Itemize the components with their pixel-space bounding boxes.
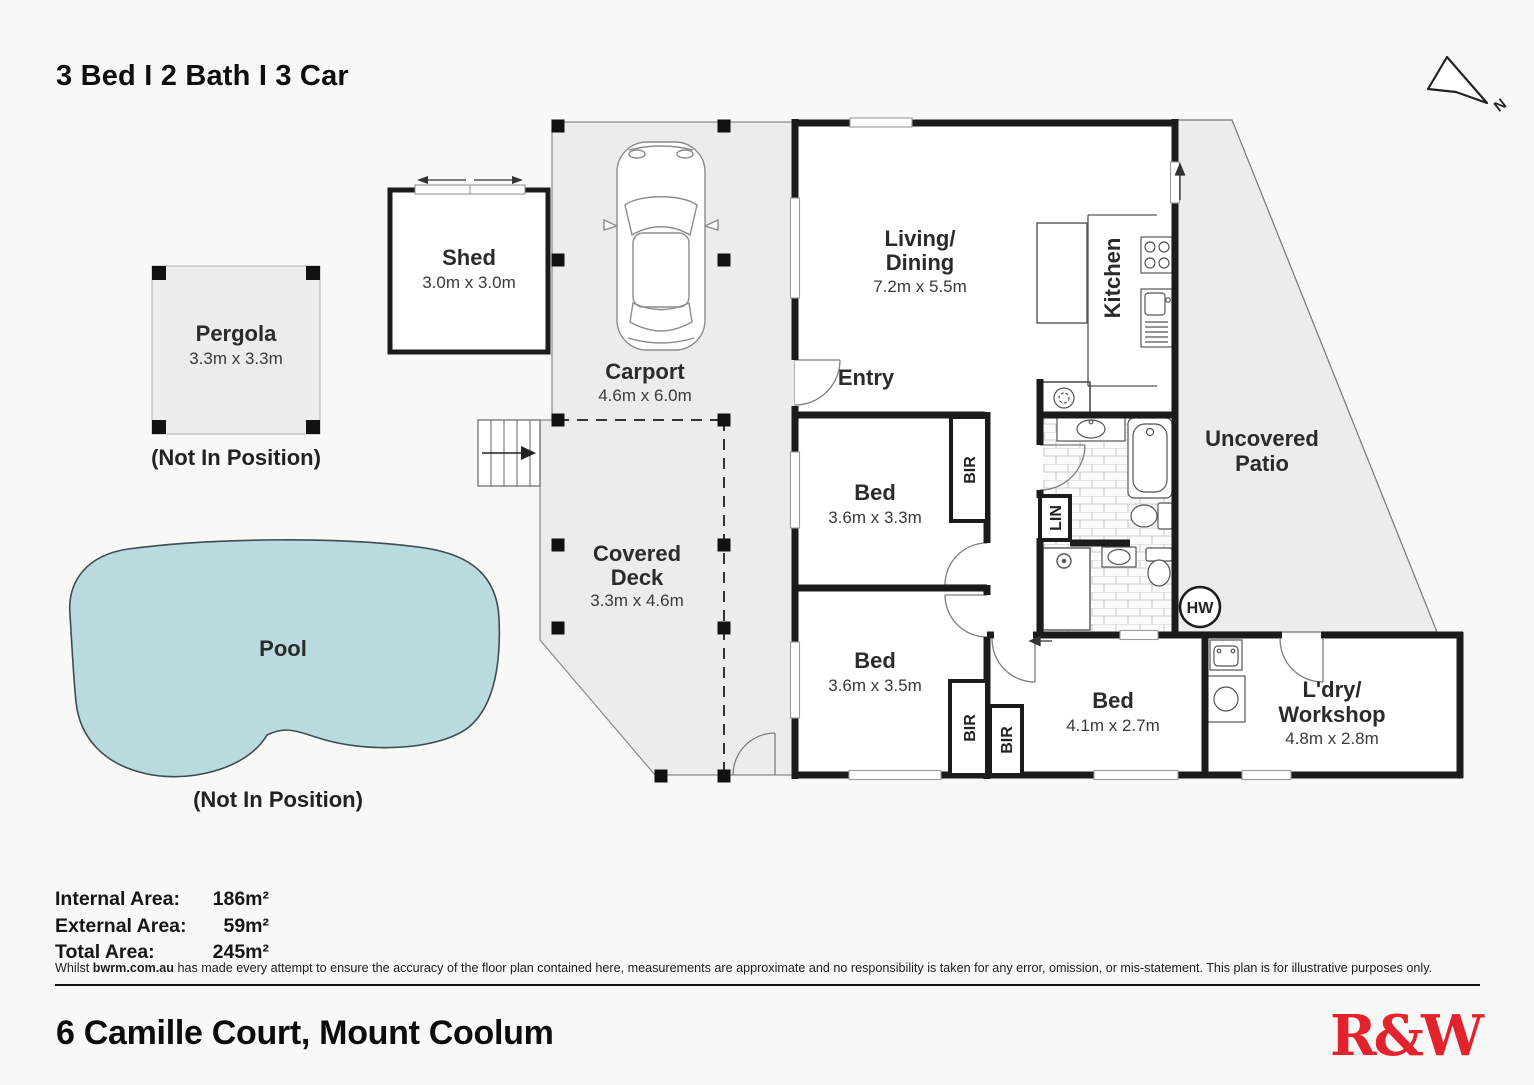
external-area-label: External Area:: [55, 914, 187, 937]
pergola-posts: [152, 266, 320, 434]
kitchen-sink-icon: [1140, 288, 1173, 348]
covered-deck-label-1: Covered: [593, 541, 681, 566]
deck-posts: [551, 119, 731, 783]
hw-label: HW: [1187, 600, 1215, 617]
north-compass-icon: N: [1426, 55, 1510, 116]
laundry-tub-icon: [1209, 639, 1243, 671]
rw-brand-logo: R&W: [1330, 1003, 1484, 1069]
pool-shape: [68, 539, 501, 778]
footer-divider: [55, 984, 1480, 986]
entry-label: Entry: [838, 365, 895, 390]
stove-icon: [1140, 236, 1173, 274]
bir-closet-bed2: [948, 679, 989, 777]
kitchen-island: [1036, 222, 1088, 324]
shed-dims: 3.0m x 3.0m: [422, 273, 516, 292]
laundry-label-1: L'dry/: [1302, 677, 1361, 702]
pergola-label: Pergola: [196, 321, 277, 346]
bed2-dims: 3.6m x 3.5m: [828, 676, 922, 695]
pergola-note: (Not In Position): [151, 445, 321, 470]
page-title: 3 Bed I 2 Bath I 3 Car: [56, 60, 349, 92]
disclaimer: Whilst bwrm.com.au has made every attemp…: [55, 961, 1495, 975]
fan-room-walls: [1040, 381, 1091, 414]
living-dining-label-2: Dining: [886, 250, 954, 275]
kitchen-label: Kitchen: [1100, 238, 1125, 319]
lin-label: LIN: [1048, 505, 1065, 531]
shed-sliding-door: [414, 176, 526, 195]
uncovered-patio-label-1: Uncovered: [1205, 426, 1319, 451]
pool-note: (Not In Position): [193, 787, 363, 812]
bathtub-icon: [1127, 417, 1173, 499]
disclaimer-brand: bwrm.com.au: [92, 961, 174, 975]
shower-icon: [1042, 547, 1091, 631]
hot-water-unit: HW: [1178, 585, 1222, 629]
bed3-label: Bed: [1092, 688, 1134, 713]
bed1-label: Bed: [854, 480, 896, 505]
kitchen-counter: [1087, 214, 1157, 387]
shed-label: Shed: [442, 245, 496, 270]
total-area-label: Total Area:: [55, 941, 155, 963]
total-area-row: Total Area: 245m²: [55, 939, 269, 966]
internal-area-label: Internal Area:: [55, 888, 180, 910]
laundry-label-2: Workshop: [1278, 702, 1385, 727]
windows: [789, 117, 1292, 781]
area-summary: Internal Area: 186m² External Area: 59m² T…: [55, 886, 269, 966]
north-label: N: [1491, 95, 1510, 115]
bed3-dims: 4.1m x 2.7m: [1066, 716, 1160, 735]
washing-machine-icon: [1206, 675, 1246, 723]
bed2-label: Bed: [854, 648, 896, 673]
covered-deck-dims: 3.3m x 4.6m: [590, 591, 684, 610]
pergola-area: [151, 265, 321, 435]
bir2-label: BIR: [962, 714, 979, 742]
pergola-dims: 3.3m x 3.3m: [189, 349, 283, 368]
car-icon: [603, 141, 719, 351]
disclaimer-prefix: Whilst: [55, 961, 93, 975]
bir3-label: BIR: [999, 726, 1016, 754]
internal-area-value: 186m²: [212, 888, 269, 910]
bed1-dims: 3.6m x 3.3m: [828, 508, 922, 527]
exhaust-fan-icon: [1053, 387, 1075, 409]
sliding-door-arrows: [1028, 162, 1186, 647]
uncovered-patio-label-2: Patio: [1235, 451, 1289, 476]
bir-closet-bed1: [949, 415, 989, 523]
shed-shape: [387, 187, 551, 355]
door-swings: [732, 359, 1324, 776]
bathroom-vanity-icon: [1056, 416, 1126, 442]
external-area-row: External Area: 59m²: [55, 913, 269, 940]
carport-dims: 4.6m x 6.0m: [598, 386, 692, 405]
ensuite-vanity-icon: [1101, 546, 1137, 568]
toilet-icon: [1130, 502, 1173, 530]
total-area-value: 245m²: [212, 941, 269, 963]
ensuite-toilet-icon: [1145, 547, 1173, 587]
living-dining-label-1: Living/: [885, 226, 956, 251]
bir-closet-bed3: [988, 704, 1024, 777]
living-dining-dims: 7.2m x 5.5m: [873, 277, 967, 296]
uncovered-patio-area: [1174, 119, 1438, 633]
deck-dashed-divider: [558, 419, 725, 776]
lin-closet: [1038, 494, 1072, 542]
deck-stairs: [477, 419, 541, 487]
covered-deck-label-2: Deck: [611, 565, 664, 590]
disclaimer-text: has made every attempt to ensure the acc…: [173, 961, 1433, 975]
carport-label: Carport: [605, 359, 685, 384]
laundry-dims: 4.8m x 2.8m: [1285, 729, 1379, 748]
bir1-label: BIR: [962, 456, 979, 484]
external-area-value: 59m²: [223, 914, 269, 937]
internal-area-row: Internal Area: 186m²: [55, 886, 269, 913]
pool-label: Pool: [259, 636, 307, 661]
property-address: 6 Camille Court, Mount Coolum: [56, 1014, 554, 1052]
